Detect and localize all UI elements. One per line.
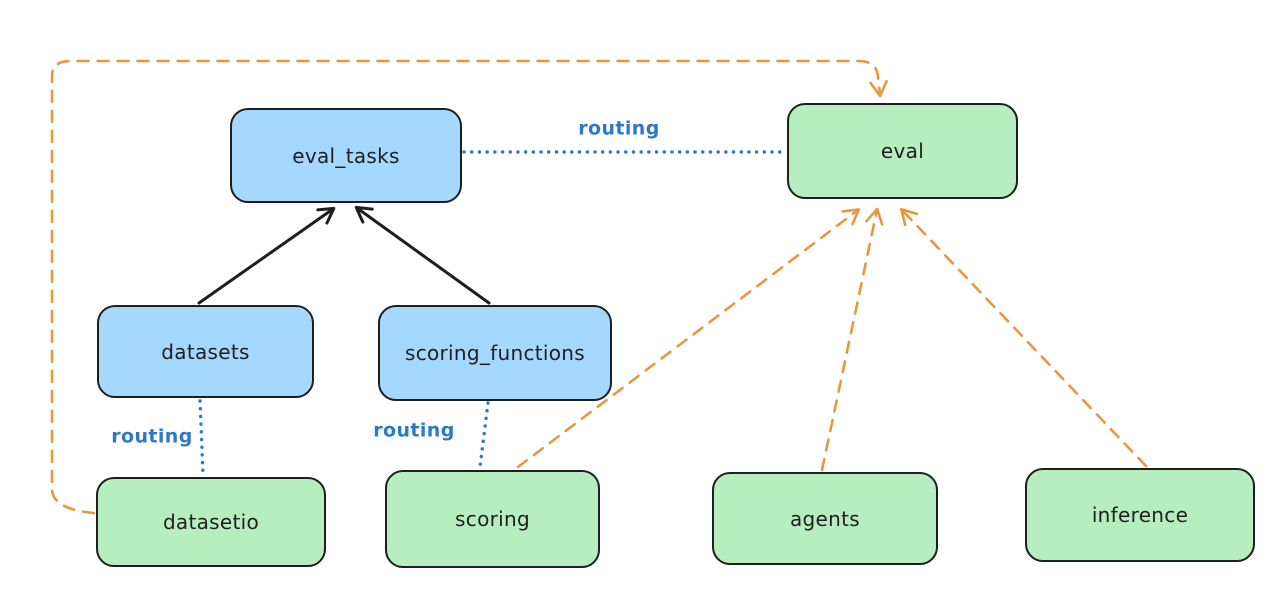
node-scoring_functions: scoring_functions <box>378 305 612 401</box>
node-label-datasetio: datasetio <box>162 510 260 534</box>
edge-label-scoring_functions-to-scoring-routing: routing <box>370 420 458 442</box>
node-label-scoring_functions: scoring_functions <box>404 341 586 365</box>
edge-scoring_functions-to-eval_tasks <box>354 205 491 305</box>
node-inference: inference <box>1025 468 1255 562</box>
node-datasetio: datasetio <box>96 477 326 567</box>
node-datasets: datasets <box>97 305 314 398</box>
edge-scoring_functions-to-scoring-routing <box>478 401 490 469</box>
node-eval: eval <box>787 103 1018 199</box>
edge-datasets-to-eval_tasks <box>197 206 336 305</box>
node-label-datasets: datasets <box>161 339 250 364</box>
node-label-eval_tasks: eval_tasks <box>292 143 400 168</box>
node-label-agents: agents <box>790 506 860 531</box>
edge-label-datasets-to-datasetio-routing: routing <box>108 426 196 448</box>
node-label-eval: eval <box>880 139 925 163</box>
node-eval_tasks: eval_tasks <box>230 108 462 203</box>
node-agents: agents <box>712 472 938 565</box>
edge-datasets-to-datasetio-routing <box>198 399 205 476</box>
node-scoring: scoring <box>385 470 600 568</box>
edge-label-eval_tasks-to-eval-routing: routing <box>575 118 663 140</box>
node-label-scoring: scoring <box>455 507 530 531</box>
edge-inference-to-eval <box>900 207 1148 468</box>
edge-agents-to-eval <box>820 207 884 472</box>
node-label-inference: inference <box>1091 503 1189 527</box>
